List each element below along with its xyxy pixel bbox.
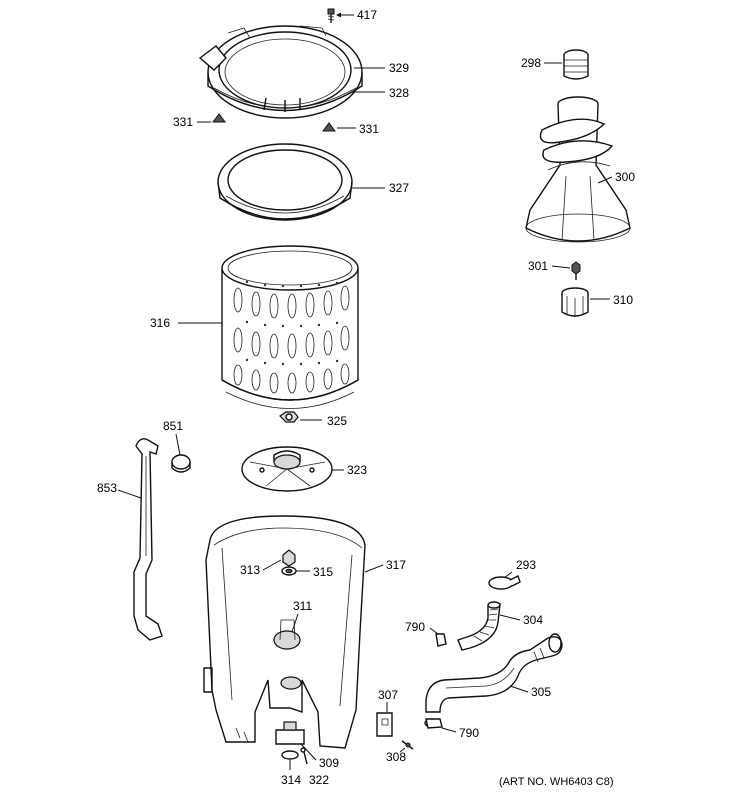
label-308: 308 [386, 750, 406, 764]
part-329-328-tub-cover [198, 25, 363, 119]
leader-311 [291, 613, 299, 633]
label-853: 853 [97, 481, 117, 495]
part-317-outer-tub [203, 515, 366, 749]
part-307-bracket [376, 702, 393, 737]
part-323-hub-plate [241, 446, 344, 492]
part-331-clip-left [197, 113, 226, 123]
label-323: 323 [347, 463, 367, 477]
label-293: 293 [516, 558, 536, 572]
label-310: 310 [613, 293, 633, 307]
part-325-hub-nut [279, 411, 322, 423]
label-314: 314 [281, 773, 301, 787]
part-331-clip-right [322, 122, 356, 132]
label-317: 317 [386, 558, 406, 572]
label-300: 300 [615, 170, 635, 184]
label-328: 328 [389, 86, 409, 100]
label-329: 329 [389, 61, 409, 75]
label-304: 304 [523, 613, 543, 627]
part-310-cap [561, 287, 610, 317]
label-305: 305 [531, 685, 551, 699]
label-301: 301 [528, 259, 548, 273]
part-308-screw [399, 740, 414, 753]
label-313: 313 [240, 563, 260, 577]
part-300-agitator [525, 96, 631, 243]
label-790-upper: 790 [405, 620, 425, 634]
label-325: 325 [327, 414, 347, 428]
label-851: 851 [163, 419, 183, 433]
label-331-left: 331 [173, 115, 193, 129]
part-853-tube [117, 438, 163, 641]
label-298: 298 [521, 56, 541, 70]
part-293-hose-clamp [488, 571, 521, 590]
part-313-nut [262, 549, 296, 571]
label-309: 309 [319, 756, 339, 770]
part-322-pin [300, 747, 308, 765]
part-305-drain-hose [425, 633, 563, 713]
part-417-screw [327, 8, 354, 23]
part-851-cap [171, 433, 191, 473]
part-301-bolt [551, 261, 581, 280]
label-316: 316 [150, 316, 170, 330]
part-315-washer [281, 566, 310, 576]
part-298-agitator-cap [544, 49, 589, 80]
part-790-clamp-upper [429, 627, 447, 647]
part-316-wash-basket [221, 245, 359, 409]
label-790-lower: 790 [459, 726, 479, 740]
leader-317 [364, 564, 384, 573]
part-314-ring [281, 750, 299, 770]
label-417: 417 [357, 8, 377, 22]
callout-labels: 417 329 328 331 331 327 316 325 851 323 … [97, 8, 635, 788]
label-311: 311 [293, 599, 312, 613]
part-304-drain-hose-short [457, 601, 521, 651]
label-307: 307 [378, 688, 398, 702]
label-331-right: 331 [359, 122, 379, 136]
label-315: 315 [313, 565, 333, 579]
part-790-clamp-lower [424, 718, 457, 733]
art-number: (ART NO. WH6403 C8) [499, 776, 614, 788]
part-327-balance-ring [217, 143, 353, 221]
label-322: 322 [309, 773, 329, 787]
part-309-seal [275, 721, 317, 761]
label-327: 327 [389, 181, 409, 195]
